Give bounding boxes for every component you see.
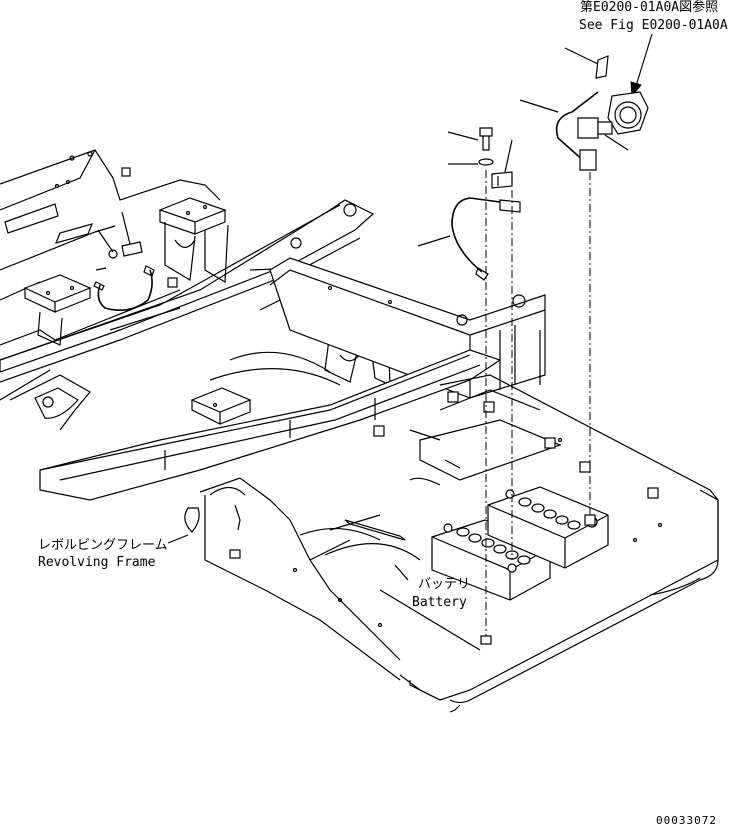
reference-text-jp: 第E0200-01A0A図参照 (580, 0, 718, 15)
mount-pad-top (158, 197, 229, 284)
center-lines (480, 170, 596, 645)
mount-pad-left (23, 274, 92, 346)
revolving-frame-label-jp: レボルビングフレーム (38, 538, 168, 553)
reference-text-en: See Fig E0200-01A0A (579, 18, 728, 33)
terminal-connector (491, 139, 513, 189)
battery-label-jp: バッテリ (418, 577, 470, 592)
battery-relay-assembly (519, 47, 649, 171)
mount-pad-lower (190, 387, 252, 425)
battery-label-en: Battery (412, 595, 467, 610)
reference-arrow (630, 33, 653, 98)
lower-beam (39, 349, 502, 501)
revolving-frame-leader (167, 534, 189, 544)
revolving-frame-label-en: Revolving Frame (38, 555, 156, 570)
center-bolt (447, 127, 494, 166)
drawing-number: 00033072 (656, 814, 717, 827)
cable-small-left (93, 211, 155, 311)
deck-frame (184, 374, 719, 713)
upper-frame (0, 149, 221, 401)
battery-right (487, 486, 609, 569)
deck-fasteners (121, 167, 659, 559)
left-side-structure (9, 307, 341, 431)
battery-leader (394, 564, 409, 581)
ground-cable (417, 197, 521, 281)
